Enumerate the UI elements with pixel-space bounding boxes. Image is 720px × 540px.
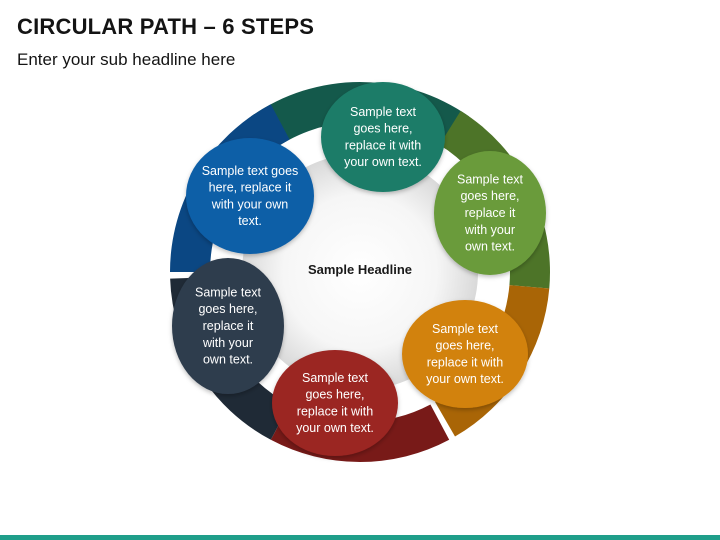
step-text-green: Sample text goes here, replace it with your… xyxy=(457,172,524,253)
step-petal-navy xyxy=(172,258,284,394)
step-text-line: replace it xyxy=(465,206,516,220)
step-text-line: Sample text xyxy=(350,105,417,119)
step-petal-orange xyxy=(402,300,528,408)
step-text-line: your own text. xyxy=(296,421,374,435)
step-text-line: goes here, xyxy=(435,339,494,353)
step-petal-teal xyxy=(321,82,445,192)
center-headline: Sample Headline xyxy=(308,262,412,277)
step-petal-green xyxy=(434,151,546,275)
page-subtitle: Enter your sub headline here xyxy=(17,50,236,69)
step-layer: Sample text goes here, replace it with your… xyxy=(172,82,546,456)
step-text-line: goes here, xyxy=(198,302,257,316)
step-text-line: with your own xyxy=(211,197,288,211)
step-text-line: replace it with xyxy=(297,404,373,418)
step-text-line: Sample text goes xyxy=(202,164,299,178)
step-text-line: with your xyxy=(464,223,515,237)
step-text-line: Sample text xyxy=(195,285,262,299)
step-text-blue: Sample text goes here, replace it with you… xyxy=(202,164,299,228)
bottom-accent-bar xyxy=(0,535,720,540)
step-text-line: text. xyxy=(238,214,262,228)
step-petal-blue xyxy=(186,138,314,254)
step-text-line: Sample text xyxy=(432,322,499,336)
step-text-navy: Sample text goes here, replace it with your… xyxy=(195,285,262,366)
step-text-line: your own text. xyxy=(426,372,504,386)
step-text-line: goes here, xyxy=(305,388,364,402)
step-text-line: with your xyxy=(202,336,253,350)
step-text-line: replace it with xyxy=(427,355,503,369)
step-text-line: replace it with xyxy=(345,138,421,152)
step-text-line: replace it xyxy=(203,319,254,333)
step-text-line: own text. xyxy=(203,353,253,367)
step-text-line: your own text. xyxy=(344,155,422,169)
step-text-line: goes here, xyxy=(460,189,519,203)
step-text-orange: Sample text goes here, replace it with your… xyxy=(426,322,504,386)
step-text-teal: Sample text goes here, replace it with your… xyxy=(344,105,422,169)
step-text-line: goes here, xyxy=(353,122,412,136)
step-text-line: Sample text xyxy=(457,172,524,186)
step-text-line: own text. xyxy=(465,240,515,254)
step-text-line: here, replace it xyxy=(209,181,292,195)
step-text-red: Sample text goes here, replace it with your… xyxy=(296,371,374,435)
step-petal-red xyxy=(272,350,398,456)
step-text-line: Sample text xyxy=(302,371,369,385)
page-title: CIRCULAR PATH – 6 STEPS xyxy=(17,14,315,39)
